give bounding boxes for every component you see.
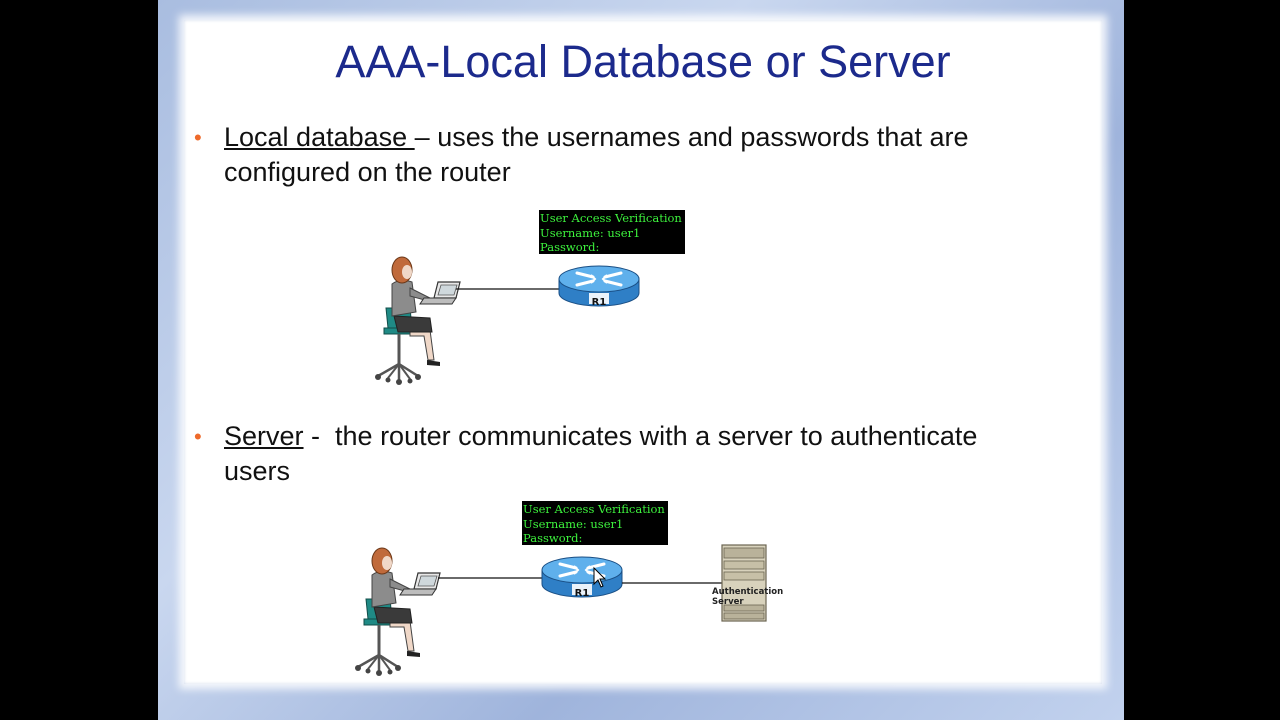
router-label: R1 [575,588,590,599]
server-label: Authentication Server [712,587,783,607]
router-label: R1 [592,297,607,308]
bullet-line-1: Local database – uses the usernames and … [224,120,969,155]
bullet-server: • Server - the router communicates with … [194,419,977,489]
terminal-line: User Access Verification [523,502,665,516]
bullet-term: Local database [224,122,415,152]
slide-title: AAA-Local Database or Server [335,36,951,87]
bullet-line-2: configured on the router [224,157,511,187]
bullet-dot-icon: • [194,125,202,150]
bullet-line-2: users [224,456,291,486]
terminal-line: Password: [523,531,583,545]
user-workstation-icon [373,255,462,387]
bullet-local-database: • Local database – uses the usernames an… [194,120,969,190]
bullet-line-1: Server - the router communicates with a … [224,419,977,454]
slide-page [184,20,1102,684]
user-workstation-icon [353,546,442,678]
bullet-separator: – [414,122,438,152]
bullet-text: uses the usernames and passwords that ar… [437,122,969,152]
bullet-text: the router communicates with a server to… [335,421,978,451]
bullet-dot-icon: • [194,424,202,449]
terminal-window-local: User Access Verification Username: user1… [539,210,685,254]
terminal-line: Password: [540,240,600,254]
server-label-line-2: Server [712,597,744,607]
authentication-server-icon [721,544,767,622]
terminal-line: Username: user1 [540,225,641,240]
terminal-window-server: User Access Verification Username: user1… [522,501,668,545]
bullet-term: Server [224,421,304,451]
bullet-separator: - [303,421,336,451]
server-label-line-1: Authentication [712,587,784,597]
mouse-cursor-icon [593,566,607,588]
terminal-line: User Access Verification [540,211,682,225]
terminal-line: Username: user1 [523,516,624,531]
